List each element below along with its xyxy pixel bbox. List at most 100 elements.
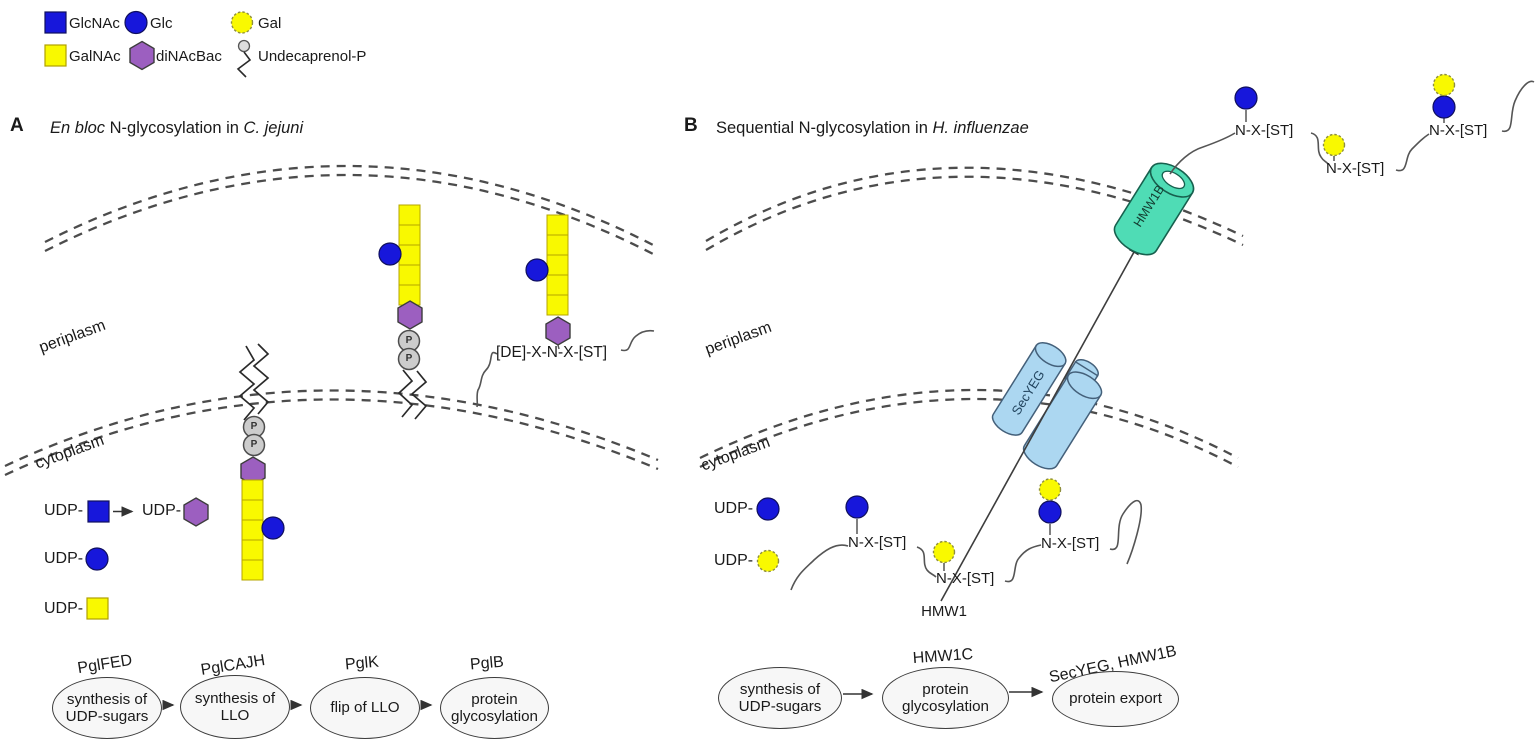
step-text: synthesis of bbox=[194, 689, 276, 707]
hmw1-label: HMW1 bbox=[921, 603, 967, 620]
pathway-step-udp-synthesis-b: synthesis of UDP-sugars bbox=[718, 667, 842, 729]
legend-label-dinacbac: diNAcBac bbox=[156, 48, 222, 65]
step-text: protein bbox=[471, 690, 518, 708]
udp-prefix: UDP- bbox=[714, 552, 754, 569]
pathway-step-llo-flip: flip of LLO bbox=[310, 677, 420, 739]
panel-a-letter: A bbox=[10, 115, 24, 136]
undecaprenol-zigzag bbox=[252, 343, 270, 415]
protein-chain bbox=[1109, 499, 1143, 565]
panel-a-title-species-method: En bloc bbox=[50, 119, 106, 137]
galnac-square bbox=[398, 204, 421, 226]
galnac-square bbox=[241, 479, 264, 501]
galnac-square bbox=[44, 44, 67, 67]
glc-circle bbox=[124, 10, 148, 35]
sequon-label-a: [DE]-X-N-X-[ST] bbox=[496, 344, 608, 361]
legend-label-gal: Gal bbox=[258, 15, 282, 32]
phosphate-label: P bbox=[405, 335, 413, 346]
udp-prefix: UDP- bbox=[44, 502, 84, 519]
pathway-step-udp-synthesis-a: synthesis of UDP-sugars bbox=[52, 677, 162, 739]
step-text: LLO bbox=[220, 707, 250, 724]
panel-b-title-species: H. influenzae bbox=[932, 119, 1029, 137]
dinacbac-hexagon bbox=[397, 300, 423, 330]
step-text: synthesis of bbox=[66, 690, 148, 708]
step-text: UDP-sugars bbox=[65, 708, 149, 725]
secyeg-cylinder bbox=[1022, 374, 1102, 470]
protein-chain bbox=[916, 546, 937, 578]
phosphate-circle bbox=[242, 433, 266, 457]
phosphate-label: P bbox=[250, 439, 258, 450]
hmw1b-pore bbox=[1113, 162, 1195, 256]
sequon-label-b: N-X-[ST] bbox=[848, 534, 907, 551]
glc-circle bbox=[756, 497, 780, 521]
udp-prefix: UDP- bbox=[44, 550, 84, 567]
legend-label-undecaprenol: Undecaprenol-P bbox=[258, 48, 367, 65]
glcnac-square bbox=[87, 500, 110, 523]
glycan-link bbox=[557, 344, 560, 350]
pathway-step-protein-glycosylation-b: protein glycosylation bbox=[882, 667, 1009, 729]
sequon-label-b: N-X-[ST] bbox=[936, 570, 995, 587]
inner-membrane-b bbox=[699, 388, 1239, 460]
galnac-square bbox=[398, 264, 421, 286]
udp-prefix: UDP- bbox=[142, 502, 182, 519]
pathway-step-protein-export: protein export bbox=[1052, 671, 1179, 727]
gal-circle bbox=[230, 11, 254, 34]
galnac-square bbox=[86, 597, 109, 620]
panel-b-title-mid: Sequential N-glycosylation in bbox=[716, 119, 933, 137]
protein-chain bbox=[1395, 133, 1430, 172]
glc-circle bbox=[378, 242, 402, 266]
galnac-square bbox=[546, 234, 569, 256]
legend-label-galnac: GalNAc bbox=[69, 48, 121, 65]
inner-membrane-a bbox=[4, 398, 659, 477]
protein-chain bbox=[1004, 544, 1042, 583]
phosphate-label: P bbox=[250, 421, 258, 432]
dinacbac-hexagon bbox=[545, 316, 571, 346]
panel-b-letter: B bbox=[684, 115, 698, 136]
galnac-square bbox=[546, 294, 569, 316]
legend-label-glc: Glc bbox=[150, 15, 173, 32]
protein-chain bbox=[1169, 132, 1236, 175]
secyeg-cylinder bbox=[991, 344, 1067, 436]
glc-circle bbox=[1234, 86, 1258, 110]
galnac-square bbox=[546, 274, 569, 296]
galnac-square bbox=[398, 244, 421, 266]
step-text: flip of LLO bbox=[330, 699, 400, 717]
sequon-label-b: N-X-[ST] bbox=[1041, 535, 1100, 552]
udp-prefix: UDP- bbox=[714, 500, 754, 517]
gal-circle bbox=[1432, 73, 1456, 97]
undecaprenol-zigzag bbox=[410, 370, 428, 420]
phosphate-label: P bbox=[405, 353, 413, 364]
pathway-step-protein-glycosylation-a: protein glycosylation bbox=[440, 677, 549, 739]
dinacbac-hexagon bbox=[183, 497, 209, 527]
phosphate-circle bbox=[397, 347, 421, 371]
secyeg-complex bbox=[991, 342, 1103, 470]
pathway-step-llo-synthesis: synthesis of LLO bbox=[180, 675, 290, 739]
glc-circle bbox=[261, 516, 285, 540]
glc-circle bbox=[1038, 500, 1062, 524]
secyeg-cylinder bbox=[1034, 342, 1067, 368]
sequon-label-b: N-X-[ST] bbox=[1235, 122, 1294, 139]
step-text: synthesis of bbox=[739, 680, 821, 698]
hmw1b-pore-opening bbox=[1161, 170, 1186, 190]
panel-a-title-species: C. jejuni bbox=[243, 119, 304, 137]
protein-chain bbox=[1501, 80, 1535, 132]
galnac-square bbox=[241, 559, 264, 581]
galnac-square bbox=[546, 214, 569, 236]
dinacbac-hexagon bbox=[129, 40, 155, 71]
protein-chain bbox=[620, 329, 655, 352]
inner-membrane-b bbox=[699, 397, 1239, 469]
gal-circle bbox=[932, 540, 956, 564]
gal-circle bbox=[1322, 133, 1346, 157]
sequon-label-b: N-X-[ST] bbox=[1326, 160, 1385, 177]
undecaprenol-zigzag bbox=[236, 51, 252, 78]
galnac-square bbox=[241, 519, 264, 541]
glc-circle bbox=[525, 258, 549, 282]
gal-circle bbox=[1038, 478, 1062, 501]
udp-prefix: UDP- bbox=[44, 600, 84, 617]
step-text: UDP-sugars bbox=[738, 698, 822, 715]
panel-a-title-mid: N-glycosylation in bbox=[105, 119, 244, 137]
glc-circle bbox=[1432, 95, 1456, 119]
panel-a-title: En bloc N-glycosylation in C. jejuni bbox=[50, 119, 303, 138]
step-text: glycosylation bbox=[902, 698, 989, 715]
